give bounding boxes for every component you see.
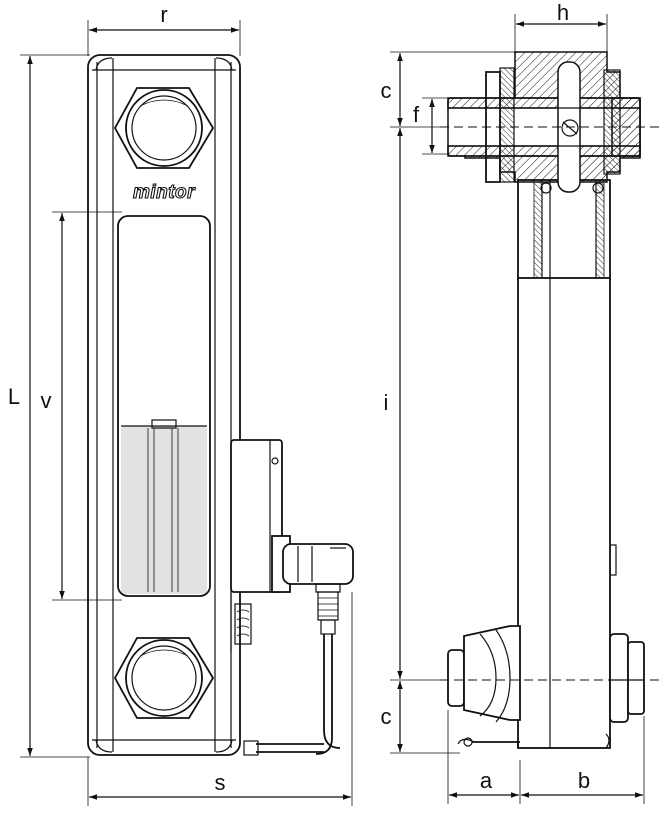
label-f: f bbox=[413, 102, 420, 127]
dimension-b: b bbox=[521, 716, 645, 804]
label-c-top: c bbox=[381, 78, 392, 103]
label-v: v bbox=[41, 388, 52, 413]
dimension-h: h bbox=[514, 0, 608, 52]
label-a: a bbox=[480, 768, 493, 793]
label-h: h bbox=[557, 0, 569, 25]
dimension-a: a bbox=[447, 710, 521, 804]
top-fitting-section bbox=[447, 51, 641, 193]
label-s: s bbox=[215, 770, 226, 795]
brand-logo: mintor bbox=[133, 182, 196, 203]
bottom-fitting bbox=[447, 625, 645, 749]
dimension-f: f bbox=[413, 97, 448, 155]
label-c-bottom: c bbox=[381, 704, 392, 729]
dimension-i: i bbox=[384, 128, 403, 679]
bottom-bolt bbox=[113, 637, 215, 719]
label-r: r bbox=[160, 2, 167, 27]
label-i: i bbox=[384, 390, 389, 415]
dimension-s: s bbox=[87, 592, 353, 806]
level-switch-module bbox=[230, 439, 354, 756]
side-body bbox=[517, 277, 611, 749]
side-view: h c f i c bbox=[381, 0, 660, 804]
label-L: L bbox=[8, 384, 20, 409]
label-b: b bbox=[578, 768, 590, 793]
dimension-r: r bbox=[87, 2, 241, 56]
float-indicator bbox=[121, 426, 207, 594]
dimension-L: L bbox=[8, 54, 90, 758]
dimension-v: v bbox=[41, 211, 122, 601]
front-view: mintor bbox=[8, 2, 354, 806]
top-bolt bbox=[113, 87, 215, 169]
